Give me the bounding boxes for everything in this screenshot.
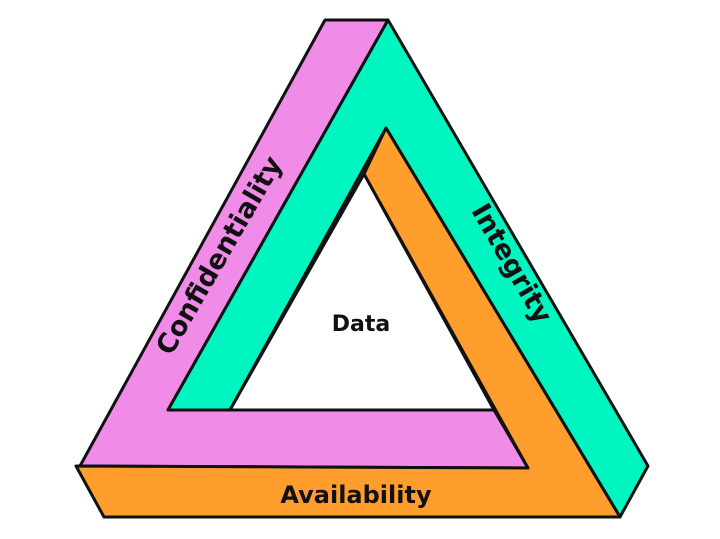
label-availability: Availability <box>280 481 432 509</box>
center-hole <box>228 172 496 412</box>
label-data: Data <box>332 312 390 337</box>
